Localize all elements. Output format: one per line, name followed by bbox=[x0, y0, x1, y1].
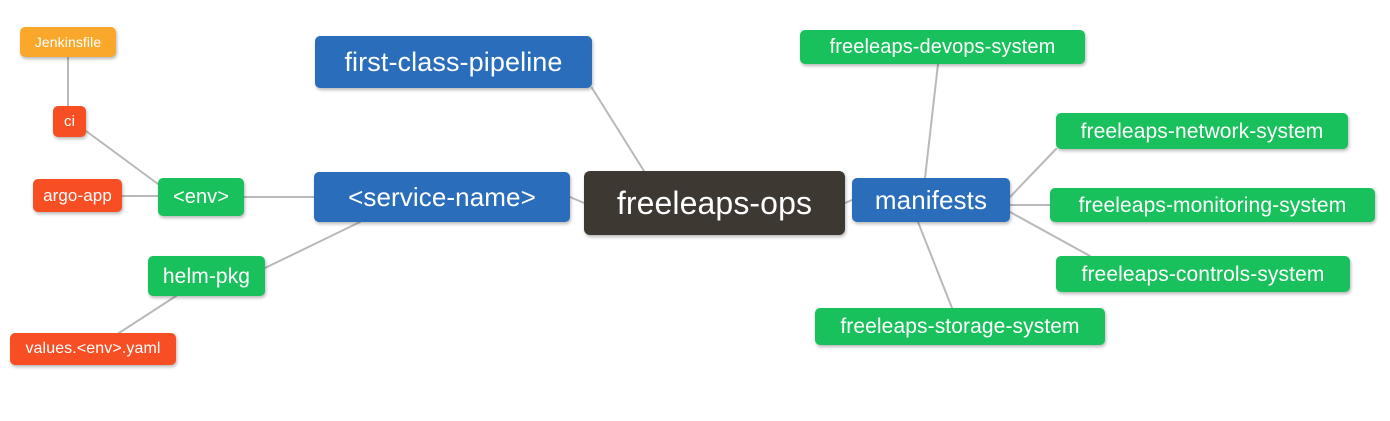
edge-helm-pkg-to-values-env-yaml bbox=[118, 295, 177, 334]
mindmap-node-helm-pkg[interactable]: helm-pkg bbox=[148, 256, 265, 296]
edge-manifests-to-freeleaps-network-system bbox=[1009, 148, 1057, 198]
mindmap-node-label: Jenkinsfile bbox=[34, 34, 102, 50]
mindmap-node-service-name[interactable]: <service-name> bbox=[314, 172, 570, 222]
mindmap-node-ci[interactable]: ci bbox=[53, 106, 86, 137]
edge-manifests-to-freeleaps-storage-system bbox=[917, 221, 953, 309]
mindmap-node-freeleaps-storage-system[interactable]: freeleaps-storage-system bbox=[815, 308, 1105, 345]
edge-freeleaps-ops-to-first-class-pipeline bbox=[591, 87, 645, 172]
mindmap-node-label: values.<env>.yaml bbox=[25, 340, 161, 357]
mindmap-node-label: <env> bbox=[172, 186, 230, 208]
mindmap-node-manifests[interactable]: manifests bbox=[852, 178, 1010, 222]
mindmap-node-label: freeleaps-storage-system bbox=[840, 315, 1080, 338]
mindmap-node-label: <service-name> bbox=[348, 182, 536, 212]
mindmap-node-label: argo-app bbox=[43, 186, 112, 205]
mindmap-node-freeleaps-network-system[interactable]: freeleaps-network-system bbox=[1056, 113, 1348, 149]
mindmap-node-freeleaps-devops-system[interactable]: freeleaps-devops-system bbox=[800, 30, 1085, 64]
mindmap-node-label: freeleaps-devops-system bbox=[829, 36, 1056, 58]
mindmap-node-first-class-pipeline[interactable]: first-class-pipeline bbox=[315, 36, 592, 88]
mindmap-node-label: first-class-pipeline bbox=[344, 46, 563, 77]
mindmap-node-label: freeleaps-controls-system bbox=[1081, 262, 1325, 286]
edge-service-name-to-helm-pkg bbox=[264, 221, 361, 269]
mindmap-node-label: freeleaps-ops bbox=[616, 185, 813, 221]
mindmap-node-label: freeleaps-network-system bbox=[1080, 119, 1324, 143]
mindmap-node-jenkinsfile[interactable]: Jenkinsfile bbox=[20, 27, 116, 57]
edge-freeleaps-ops-to-service-name bbox=[569, 196, 585, 204]
mindmap-node-env[interactable]: <env> bbox=[158, 178, 244, 216]
edge-env-to-ci bbox=[85, 130, 159, 185]
mindmap-node-freeleaps-monitoring-system[interactable]: freeleaps-monitoring-system bbox=[1050, 188, 1375, 222]
mindmap-node-freeleaps-ops[interactable]: freeleaps-ops bbox=[584, 171, 845, 235]
mindmap-node-freeleaps-controls-system[interactable]: freeleaps-controls-system bbox=[1056, 256, 1350, 292]
edge-freeleaps-ops-to-manifests bbox=[844, 199, 853, 204]
mindmap-node-label: ci bbox=[63, 113, 76, 130]
mindmap-node-label: freeleaps-monitoring-system bbox=[1078, 193, 1347, 217]
mindmap-node-argo-app[interactable]: argo-app bbox=[33, 179, 122, 212]
mindmap-node-label: manifests bbox=[874, 185, 988, 215]
mindmap-node-values-env-yaml[interactable]: values.<env>.yaml bbox=[10, 333, 176, 365]
edge-manifests-to-freeleaps-devops-system bbox=[924, 63, 939, 179]
mindmap-node-label: helm-pkg bbox=[162, 264, 251, 288]
